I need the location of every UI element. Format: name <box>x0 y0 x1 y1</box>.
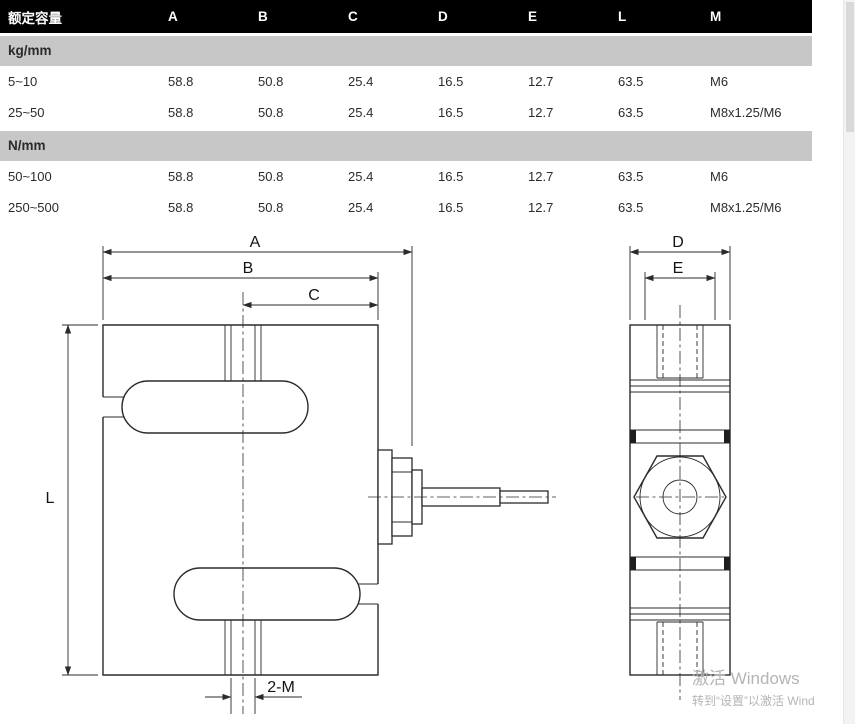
dim-extension-lines <box>629 246 731 320</box>
front-view-dimensions: A B C L 2-M <box>46 234 413 714</box>
front-slot-slit-lines <box>103 396 378 605</box>
spec-cell: 16.5 <box>438 169 464 184</box>
side-top-hole-threads <box>662 325 698 378</box>
spec-cell: M6 <box>710 74 729 89</box>
spec-cell: 16.5 <box>438 200 464 215</box>
column-header-c: C <box>348 9 358 24</box>
spec-cell: 12.7 <box>528 200 554 215</box>
spec-cell: 12.7 <box>528 105 554 120</box>
spec-cell: 58.8 <box>168 74 194 89</box>
table-header-row: 额定容量 A B C D E L M <box>0 0 812 33</box>
spec-cell: 16.5 <box>438 74 464 89</box>
watermark-line1: 激活 Windows <box>692 669 800 688</box>
spec-cell: 25.4 <box>348 169 374 184</box>
spec-row: 50~100 58.8 50.8 25.4 16.5 12.7 63.5 M6 <box>0 161 812 192</box>
dim-label-c: C <box>308 287 320 304</box>
watermark-line2: 转到“设置”以激活 Wind <box>692 694 815 708</box>
spec-row: 250~500 58.8 50.8 25.4 16.5 12.7 63.5 M8… <box>0 192 812 223</box>
dim-l-extensions <box>62 324 98 676</box>
spec-table: 额定容量 A B C D E L M kg/mm 5~10 58.8 50.8 … <box>0 0 812 223</box>
scrollbar-thumb[interactable] <box>846 2 854 132</box>
dim-label-a: A <box>250 234 261 251</box>
front-upper-slot <box>121 380 309 434</box>
spec-cell: 50.8 <box>258 74 284 89</box>
spec-cell: M6 <box>710 169 729 184</box>
dim-label-2m: 2-M <box>267 679 295 696</box>
front-view <box>102 292 556 714</box>
dim-label-l: L <box>46 490 55 507</box>
spec-cell: 63.5 <box>618 169 644 184</box>
spec-cell: 5~10 <box>8 74 38 89</box>
spec-cell: 58.8 <box>168 105 194 120</box>
side-view <box>629 305 731 700</box>
connector-nut-lines <box>392 471 412 523</box>
side-bottom-hole-threads <box>662 622 698 675</box>
dim-label-d: D <box>672 234 684 251</box>
column-header-l: L <box>618 9 627 24</box>
spec-cell: 25.4 <box>348 74 374 89</box>
side-edge-block <box>724 557 730 570</box>
section-label: N/mm <box>8 138 46 153</box>
spec-cell: 25.4 <box>348 200 374 215</box>
front-lower-slot <box>173 567 361 621</box>
side-view-dimensions: D E <box>629 234 731 320</box>
column-header-e: E <box>528 9 538 24</box>
section-row-kg: kg/mm <box>0 36 812 66</box>
side-hex-nut <box>633 455 727 539</box>
spec-row: 5~10 58.8 50.8 25.4 16.5 12.7 63.5 M6 <box>0 66 812 97</box>
side-edge-block <box>630 430 636 443</box>
spec-cell: 58.8 <box>168 200 194 215</box>
front-top-threaded-hole <box>224 325 262 381</box>
spec-cell: 58.8 <box>168 169 194 184</box>
front-body-outline <box>102 324 379 676</box>
spec-cell: 63.5 <box>618 105 644 120</box>
spec-cell: M8x1.25/M6 <box>710 105 782 120</box>
spec-cell: 25.4 <box>348 105 374 120</box>
spec-cell: 63.5 <box>618 74 644 89</box>
spec-cell: 50.8 <box>258 200 284 215</box>
spec-cell: 250~500 <box>8 200 59 215</box>
column-header-b: B <box>258 9 268 24</box>
spec-cell: 50.8 <box>258 169 284 184</box>
windows-activation-watermark: 激活 Windows 转到“设置”以激活 Wind <box>692 669 815 709</box>
spec-cell: 12.7 <box>528 169 554 184</box>
dim-extension-lines <box>102 246 413 446</box>
column-header-d: D <box>438 9 448 24</box>
spec-cell: M8x1.25/M6 <box>710 200 782 215</box>
spec-cell: 25~50 <box>8 105 45 120</box>
technical-drawing: A B C L 2-M D E <box>46 234 731 714</box>
side-edge-block <box>724 430 730 443</box>
vertical-scrollbar[interactable] <box>843 0 855 724</box>
spec-cell: 63.5 <box>618 200 644 215</box>
spec-cell: 16.5 <box>438 105 464 120</box>
spec-row: 25~50 58.8 50.8 25.4 16.5 12.7 63.5 M8x1… <box>0 97 812 128</box>
spec-cell: 12.7 <box>528 74 554 89</box>
section-label: kg/mm <box>8 43 52 58</box>
column-header-a: A <box>168 9 178 24</box>
column-header-capacity: 额定容量 <box>8 10 62 26</box>
dim-label-b: B <box>243 260 254 277</box>
spec-cell: 50~100 <box>8 169 52 184</box>
front-bottom-threaded-hole <box>224 620 262 675</box>
dim-label-e: E <box>673 260 684 277</box>
column-header-m: M <box>710 9 722 24</box>
side-edge-block <box>630 557 636 570</box>
section-row-n: N/mm <box>0 131 812 161</box>
spec-cell: 50.8 <box>258 105 284 120</box>
